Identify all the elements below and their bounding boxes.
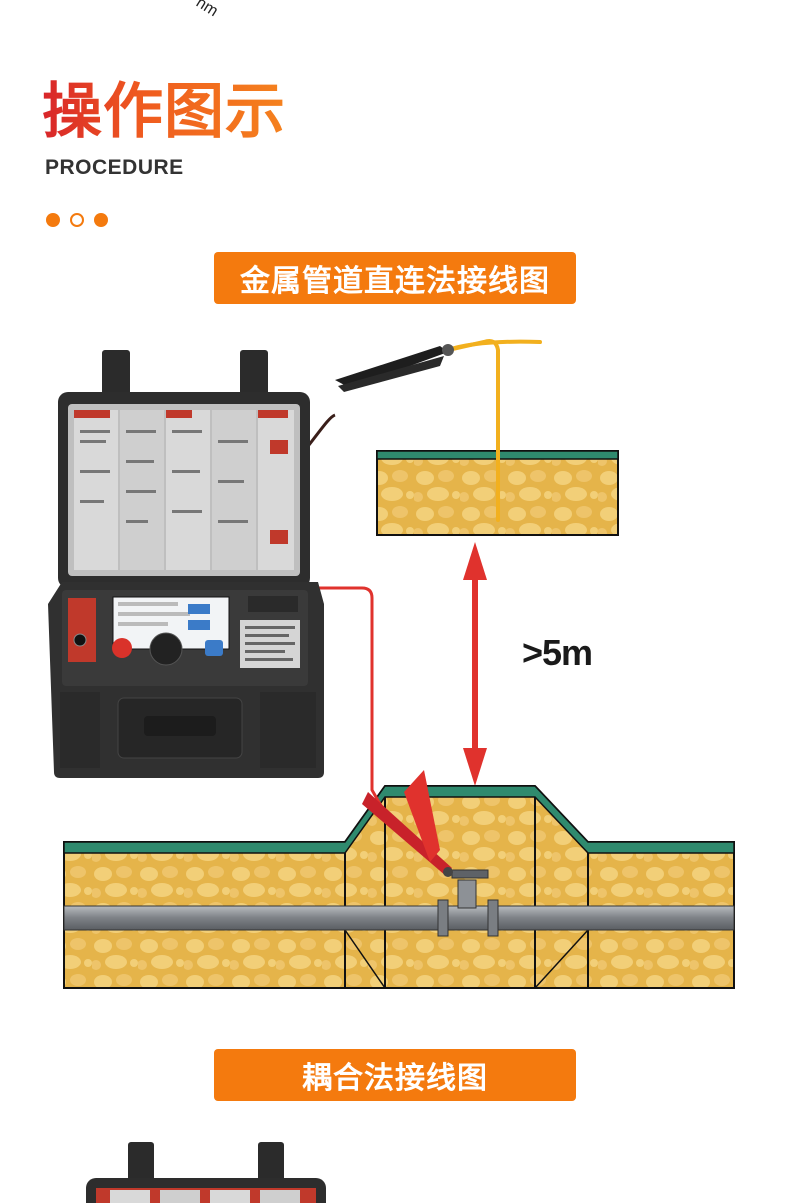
indicator-dot (46, 213, 60, 227)
clamp-icon (335, 344, 454, 392)
distance-label: >5m (522, 632, 593, 673)
ok-icon (205, 640, 223, 656)
yellow-lead (446, 339, 542, 522)
ground-cross-section (63, 785, 735, 989)
instrument-case-icon (86, 1142, 326, 1203)
indicator-dot (70, 213, 84, 227)
instrument-case-icon (48, 350, 324, 778)
distance-arrow (463, 542, 487, 786)
direct-connection-diagram (48, 339, 735, 989)
power-icon (112, 638, 132, 658)
section-indicator (46, 213, 108, 227)
metal-pipe (63, 869, 735, 937)
dpad-icon (149, 632, 183, 666)
red-clamp (362, 770, 453, 877)
corner-fragment-text: nm (192, 0, 221, 21)
indicator-dot (94, 213, 108, 227)
section-title-direct: 金属管道直连法接线图 (214, 252, 576, 304)
page-subtitle: PROCEDURE (45, 156, 184, 179)
section-title-coupling: 耦合法接线图 (214, 1049, 576, 1101)
page-title: 操作图示 (42, 77, 286, 147)
